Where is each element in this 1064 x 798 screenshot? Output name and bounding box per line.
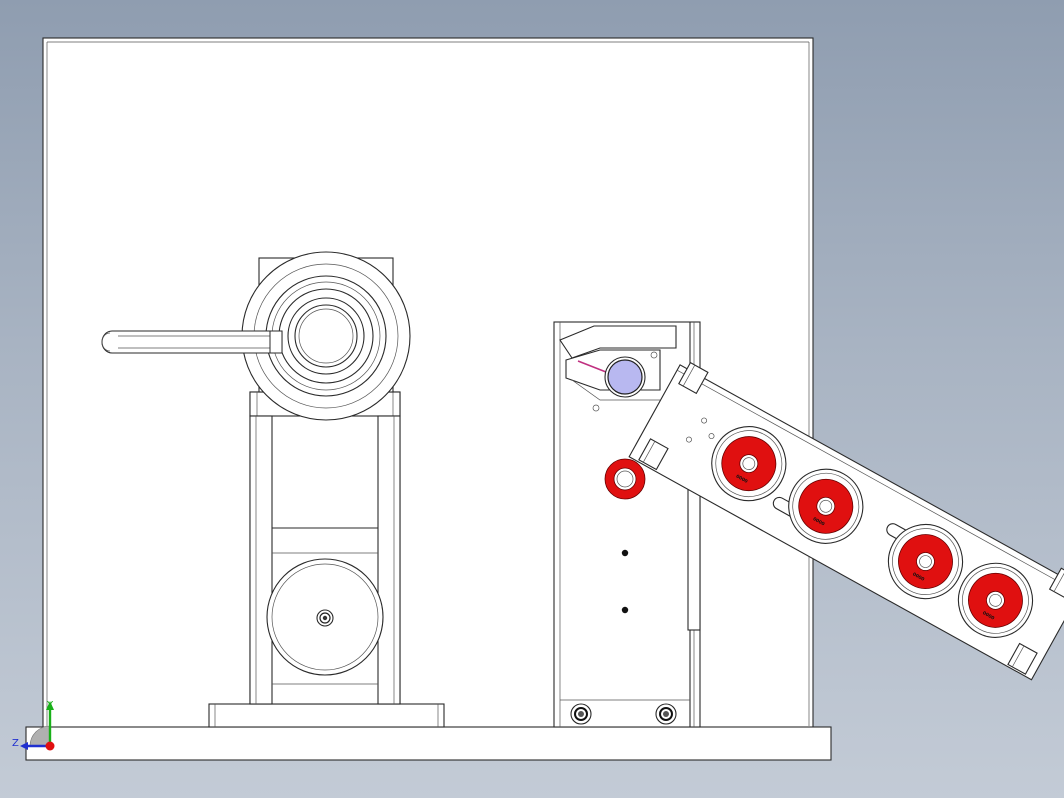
- body-red-roller: [604, 458, 646, 500]
- arm-wheel-3: 0000: [887, 524, 964, 600]
- arm-wheel-1: 0000: [711, 426, 787, 502]
- wheel-label: 0000: [735, 473, 749, 484]
- right-vertical-body: [553, 321, 701, 728]
- wheel-label: 0000: [911, 571, 925, 582]
- base-plate: [25, 726, 832, 761]
- clamp-head: [241, 251, 411, 421]
- z-axis-label: Z: [12, 738, 19, 749]
- mount-screw: [655, 703, 677, 725]
- lower-drum: [266, 558, 384, 676]
- y-axis-label: Y: [46, 700, 54, 711]
- axis-triad: Y Z: [12, 700, 55, 751]
- sensor-knob: [577, 356, 646, 398]
- tilted-roller-arm: 0000 0000 0000 0000: [628, 361, 1064, 681]
- left-column-assembly: [101, 251, 445, 728]
- wheel-label: 0000: [981, 610, 995, 621]
- arm-wheel-2: 0000: [788, 468, 864, 544]
- mount-screw: [570, 703, 592, 725]
- wheel-label: 0000: [812, 516, 826, 527]
- lever-handle[interactable]: [101, 330, 283, 354]
- arm-wheel-4: 0000: [957, 562, 1034, 638]
